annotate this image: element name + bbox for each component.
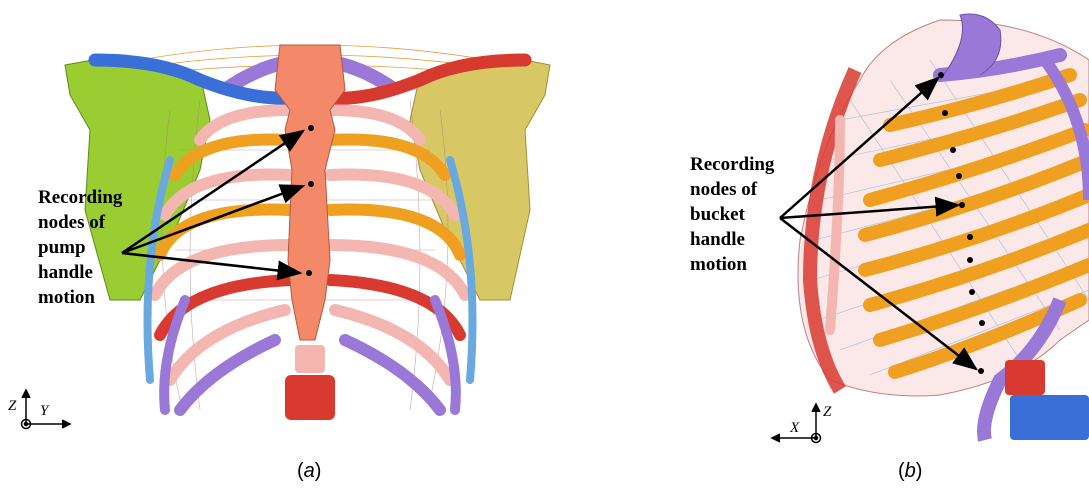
bucket-handle-callout: Recording nodes of bucket handle motion	[690, 152, 774, 277]
recording-node-1	[308, 125, 314, 131]
lumbar-vertebra	[285, 375, 335, 420]
caption-b-letter: b	[905, 460, 916, 482]
caption-a: (a)	[297, 460, 321, 483]
panel-b-lateral-view: Recording nodes of bucket handle motion …	[640, 0, 1089, 493]
bucket-node-2	[942, 110, 948, 116]
bucket-node-7	[967, 257, 973, 263]
axis-label-z-b: Z	[823, 404, 831, 421]
bucket-node-4	[956, 173, 962, 179]
axis-label-y-a: Y	[40, 403, 48, 420]
vertebra-red-lateral	[1005, 360, 1045, 395]
axis-label-x-b: X	[790, 420, 799, 437]
bucket-node-8	[969, 289, 975, 295]
bucket-node-5	[959, 202, 965, 208]
recording-node-3	[306, 270, 312, 276]
lumbar-vertebra-lateral	[1010, 395, 1089, 440]
caption-b: (b)	[898, 460, 922, 483]
pump-handle-callout: Recording nodes of pump handle motion	[38, 185, 122, 310]
bucket-node-9	[979, 320, 985, 326]
recording-node-2	[308, 181, 314, 187]
panel-a-frontal-view: Recording nodes of pump handle motion Z …	[0, 0, 560, 493]
bucket-node-3	[950, 147, 956, 153]
bucket-node-6	[967, 234, 973, 240]
axis-label-z-a: Z	[8, 398, 16, 415]
lower-vertebra-top	[295, 345, 325, 373]
bucket-node-1	[938, 72, 944, 78]
bucket-node-10	[978, 368, 984, 374]
caption-a-letter: a	[304, 460, 315, 482]
